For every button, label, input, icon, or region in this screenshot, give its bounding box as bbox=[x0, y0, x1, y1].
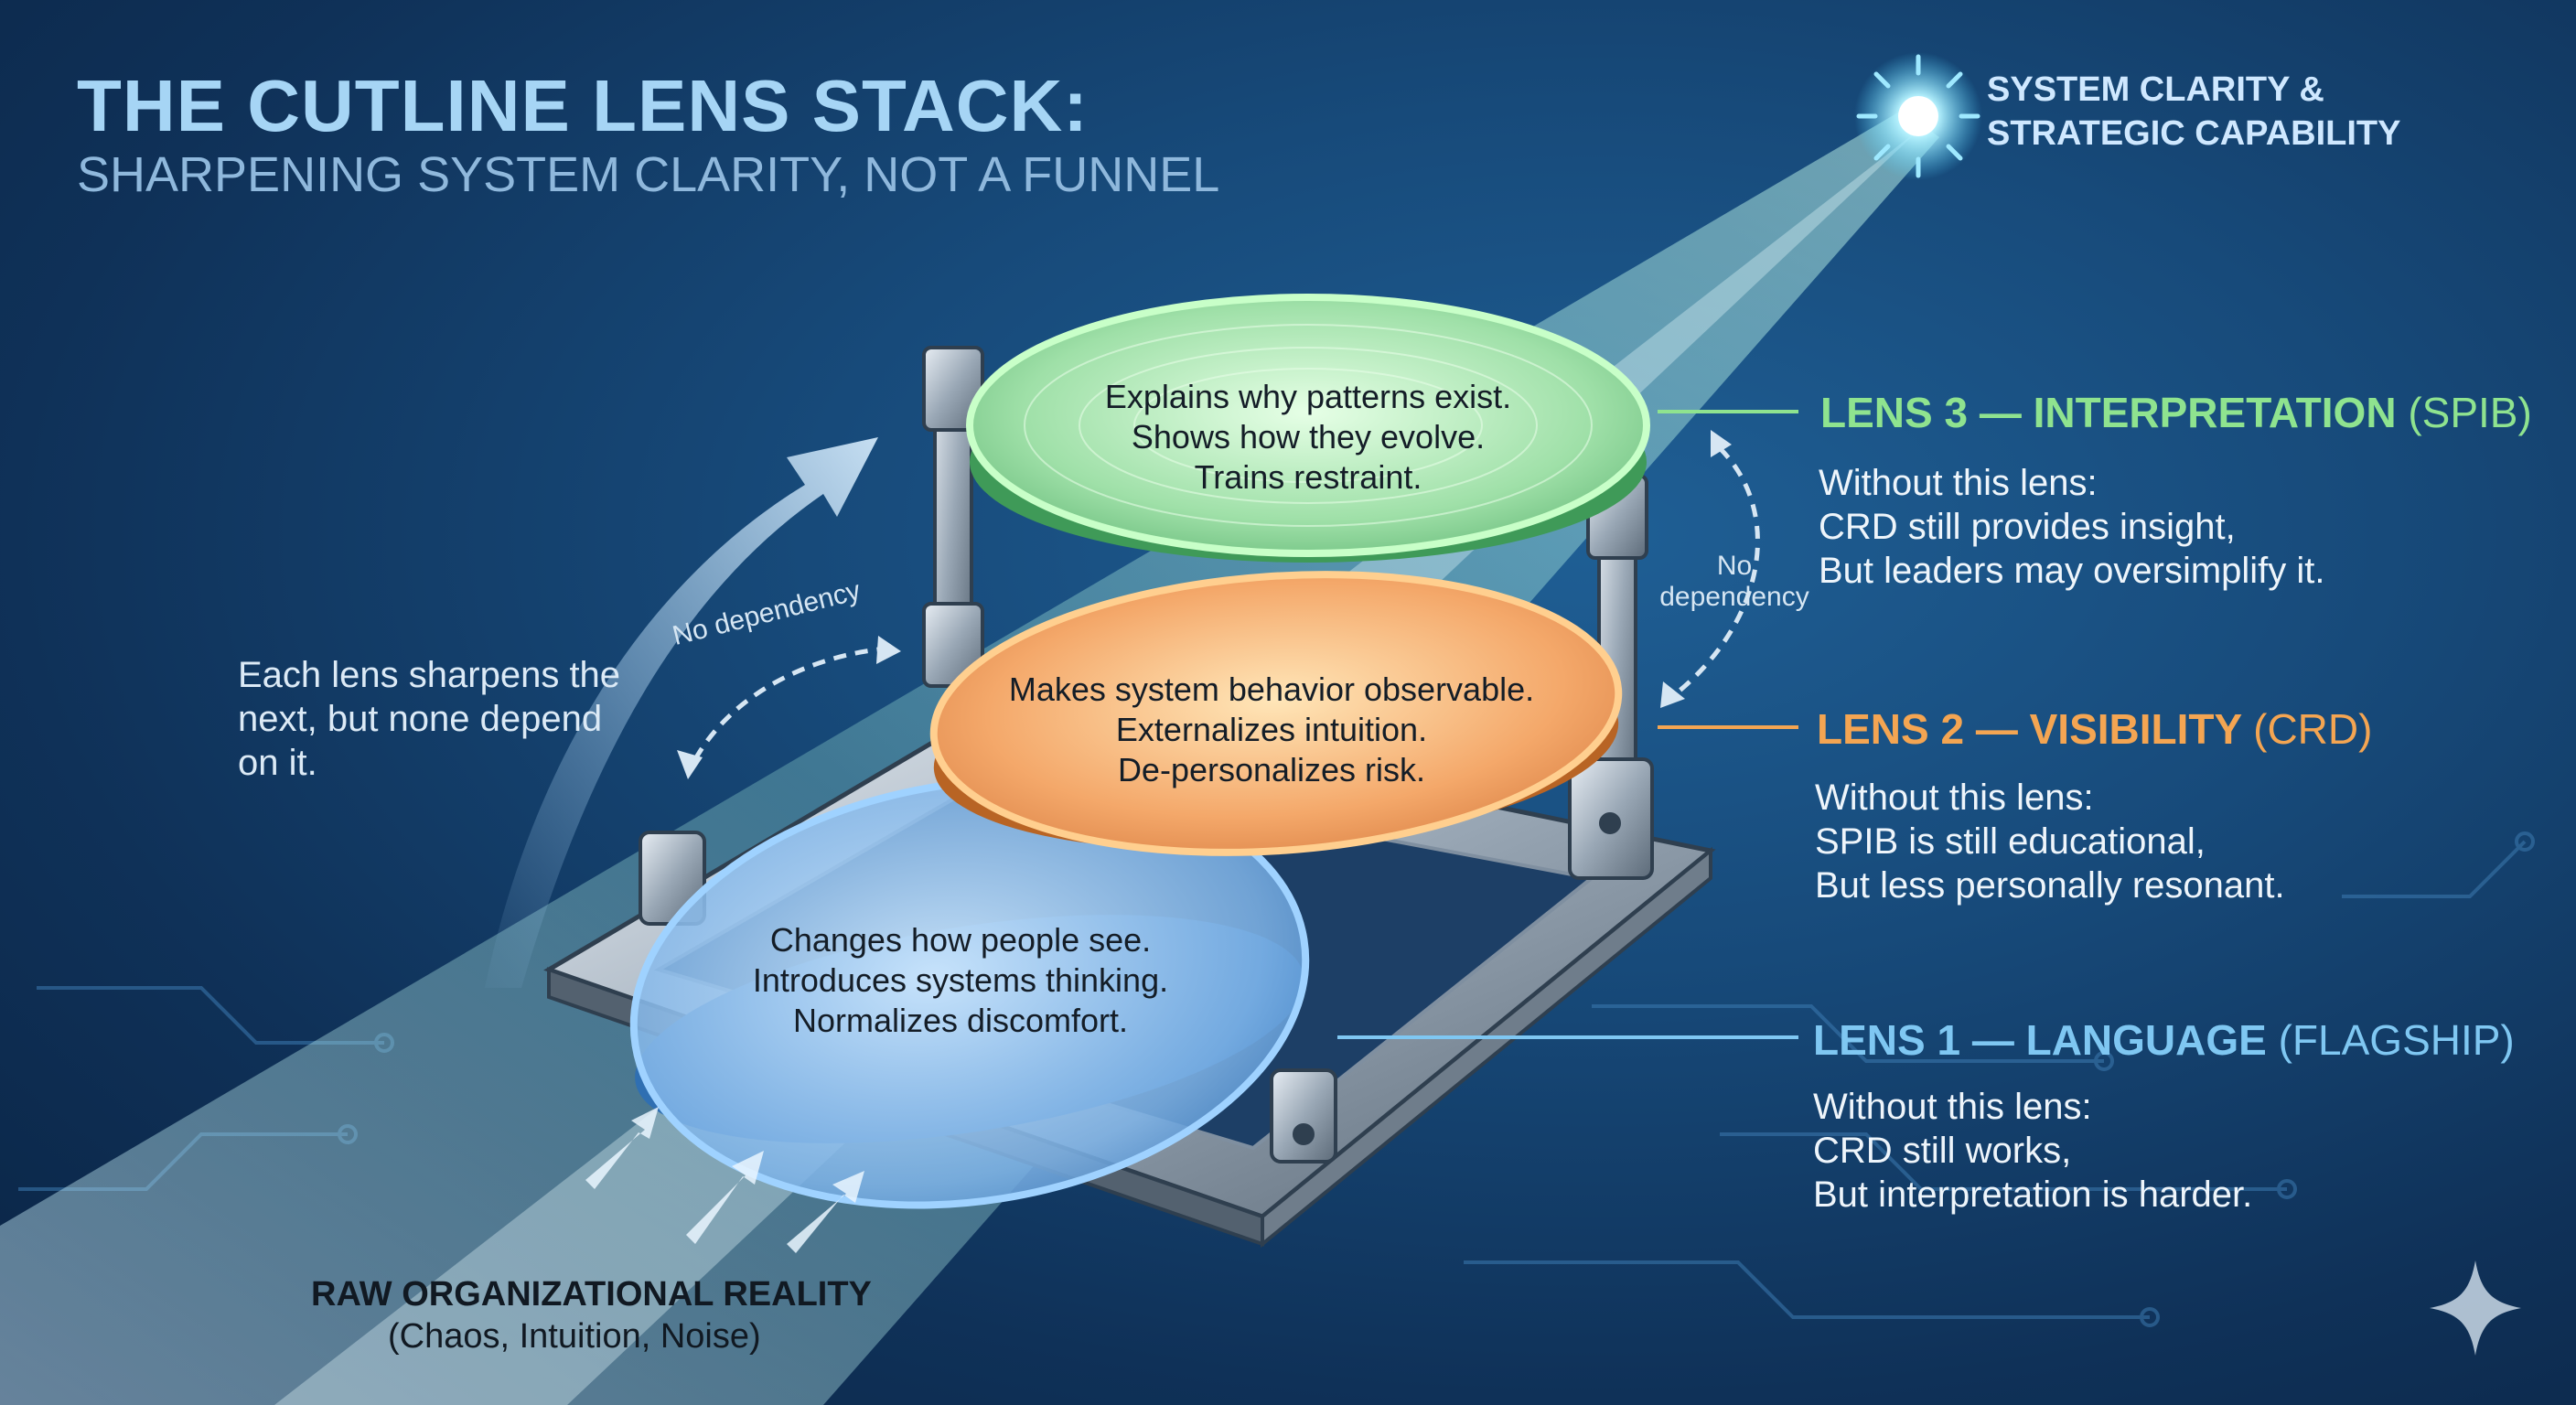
lens-1-without-heading: Without this lens: bbox=[1813, 1087, 2092, 1127]
lens-2-center-line: De-personalizes risk. bbox=[1117, 751, 1426, 788]
lens-3-without-1: CRD still provides insight, bbox=[1819, 507, 2236, 547]
lens-3-disc bbox=[966, 294, 1650, 563]
lens-1-center-line: Changes how people see. bbox=[769, 921, 1152, 959]
lens-2-tag: (CRD) bbox=[2253, 705, 2373, 753]
input-arrows bbox=[585, 1107, 864, 1253]
lens-1-without-2: But interpretation is harder. bbox=[1813, 1174, 2253, 1215]
page-subtitle: SHARPENING SYSTEM CLARITY, NOT A FUNNEL bbox=[77, 147, 1220, 202]
output-line-2: STRATEGIC CAPABILITY bbox=[1987, 114, 2401, 153]
sparkle-icon bbox=[2430, 1260, 2521, 1356]
side-note: Each lens sharpens the next, but none de… bbox=[238, 655, 621, 783]
lens-3-name: LENS 3 — INTERPRETATION bbox=[1820, 389, 2397, 436]
lens-2-without-heading: Without this lens: bbox=[1815, 778, 2094, 818]
lens-1-without: Without this lens: CRD still works, But … bbox=[1813, 1085, 2453, 1217]
lens-2-without-1: SPIB is still educational, bbox=[1815, 821, 2206, 862]
lens-1-center-line: Introduces systems thinking. bbox=[752, 961, 1169, 999]
lens-2-center-text: Makes system behavior observable. Extern… bbox=[979, 670, 1564, 790]
leader-lines bbox=[1337, 410, 1798, 1039]
no-dependency-arrows bbox=[692, 446, 1760, 761]
lens-2-without: Without this lens: SPIB is still educati… bbox=[1815, 776, 2455, 907]
lens-1-tag: (FLAGSHIP) bbox=[2278, 1016, 2515, 1064]
lens-3-tag: (SPIB) bbox=[2408, 389, 2532, 436]
output-line-1: SYSTEM CLARITY & bbox=[1987, 70, 2324, 109]
lens-2-name: LENS 2 — VISIBILITY bbox=[1817, 705, 2242, 753]
lens-3-without-2: But leaders may oversimplify it. bbox=[1819, 551, 2325, 591]
lens-3-center-text: Explains why patterns exist. Shows how t… bbox=[1015, 377, 1601, 498]
sun-burst-icon bbox=[1854, 52, 1982, 180]
no-dependency-right-line-2: dependency bbox=[1659, 582, 1809, 612]
lens-2-title: LENS 2 — VISIBILITY (CRD) bbox=[1817, 704, 2372, 754]
lens-1-name: LENS 1 — LANGUAGE bbox=[1813, 1016, 2267, 1064]
lens-3-without-heading: Without this lens: bbox=[1819, 463, 2098, 503]
lens-1-center-text: Changes how people see. Introduces syste… bbox=[668, 920, 1253, 1041]
lens-1-title: LENS 1 — LANGUAGE (FLAGSHIP) bbox=[1813, 1015, 2515, 1065]
lens-1-center-line: Normalizes discomfort. bbox=[792, 1002, 1129, 1039]
lens-3-center-line: Explains why patterns exist. bbox=[1104, 378, 1512, 415]
lens-2-center-line: Makes system behavior observable. bbox=[1008, 670, 1535, 708]
lens-3-center-line: Trains restraint. bbox=[1194, 458, 1422, 496]
no-dependency-right-line-1: No bbox=[1716, 551, 1753, 581]
lens-3-center-line: Shows how they evolve. bbox=[1131, 418, 1486, 456]
page-title: THE CUTLINE LENS STACK: bbox=[77, 65, 1089, 146]
lens-3-without: Without this lens: CRD still provides in… bbox=[1819, 461, 2459, 593]
no-dependency-right-label: No dependency bbox=[1652, 551, 1817, 613]
input-label: RAW ORGANIZATIONAL REALITY bbox=[311, 1275, 872, 1314]
lens-2-disc bbox=[929, 571, 1623, 856]
upward-arrow-icon bbox=[485, 437, 878, 988]
input-sublabel: (Chaos, Intuition, Noise) bbox=[388, 1317, 761, 1356]
lens-3-title: LENS 3 — INTERPRETATION (SPIB) bbox=[1820, 388, 2532, 437]
lens-2-without-2: But less personally resonant. bbox=[1815, 865, 2285, 906]
lens-2-center-line: Externalizes intuition. bbox=[1115, 711, 1428, 748]
lens-1-without-1: CRD still works, bbox=[1813, 1131, 2072, 1171]
lens-1-disc bbox=[629, 776, 1310, 1209]
output-label: SYSTEM CLARITY & STRATEGIC CAPABILITY bbox=[1987, 68, 2408, 156]
